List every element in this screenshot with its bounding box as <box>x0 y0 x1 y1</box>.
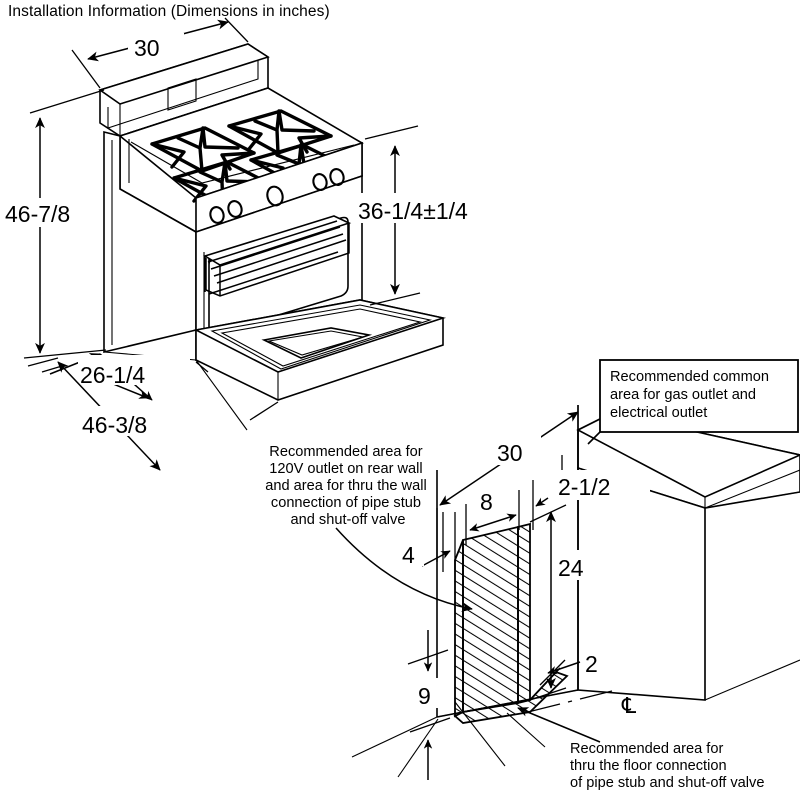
dimension-label-wall-width: 30 <box>497 440 523 466</box>
dimension-label-corner-offset: 2-1/2 <box>558 474 610 500</box>
dimension-cooktop-height: 36-1/4±1/4 <box>356 125 504 306</box>
callout-floor-connection-text: Recommended area for thru the floor conn… <box>570 741 764 791</box>
page-title: Installation Information (Dimensions in … <box>8 3 330 20</box>
callout-common-area-box: Recommended common area for gas outlet a… <box>587 359 799 445</box>
callout-outlet-area: Recommended area for 120V outlet on rear… <box>265 444 473 612</box>
recommended-utility-area-hatch <box>453 522 569 724</box>
adjacent-cabinet-block <box>576 412 800 701</box>
dimension-label-width: 30 <box>134 35 160 61</box>
dimension-depth-26-1-4: 26-1/4 <box>27 353 209 401</box>
dimension-left-offset-4: 4 <box>400 512 456 572</box>
callout-common-area-text: Recommended common area for gas outlet a… <box>610 369 773 421</box>
control-knobs <box>209 168 345 224</box>
dimension-floor-depth-2: 2 <box>539 648 607 686</box>
oven-rack <box>203 215 352 297</box>
callout-outlet-area-text: Recommended area for 120V outlet on rear… <box>265 444 431 528</box>
dimension-label-overall-height: 46-7/8 <box>5 201 70 227</box>
dimension-label-depth-door-open: 46-3/8 <box>82 412 147 438</box>
wall-floor-illustration: ℄ 30 2-1/2 <box>265 359 800 791</box>
dimension-label-floor-depth: 2 <box>585 651 598 677</box>
floor-centerline <box>527 690 613 713</box>
range-illustration: 30 46-7/8 36-1/4±1/4 <box>5 17 504 471</box>
dimension-label-area-height: 24 <box>558 555 584 581</box>
dimension-width-30: 30 <box>71 17 249 89</box>
dimension-wall-width-30: 30 <box>436 405 579 562</box>
dimension-area-height-24: 24 <box>529 504 608 701</box>
centerline-symbol: ℄ <box>621 693 637 718</box>
dimension-label-left-offset: 4 <box>402 542 415 568</box>
oven-door-open <box>193 299 447 401</box>
dimension-depth-46-3-8: 46-3/8 <box>41 361 279 471</box>
dimension-label-bottom-offset: 9 <box>418 683 431 709</box>
burner-grate-rear-right <box>227 109 333 155</box>
burner-grate-rear-left <box>150 126 256 173</box>
dimension-offset-2-1-2: 2-1/2 <box>532 455 650 530</box>
dimension-height-46-7-8: 46-7/8 <box>5 89 107 359</box>
dimension-area-width-8: 8 <box>465 486 520 545</box>
dimension-label-depth: 26-1/4 <box>80 362 145 388</box>
dimension-bottom-offset-9: 9 <box>407 630 451 780</box>
callout-floor-connection: Recommended area for thru the floor conn… <box>517 707 764 791</box>
dimension-label-area-width: 8 <box>480 489 493 515</box>
dimension-label-cooktop-height: 36-1/4±1/4 <box>358 198 468 224</box>
